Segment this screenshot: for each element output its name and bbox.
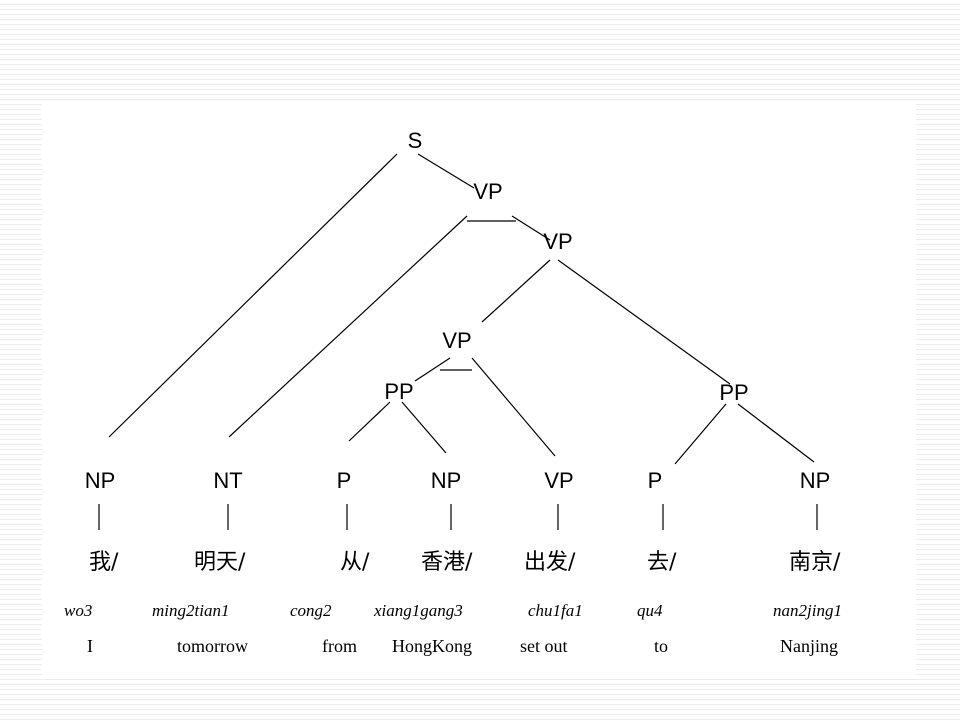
gloss-0: I (87, 636, 93, 656)
node-np-wo: NP (85, 468, 116, 493)
node-s: S (408, 128, 423, 153)
edge-vp3-vp-leaf (471, 357, 556, 457)
gloss-4: set out (520, 636, 568, 656)
tree-edges (98, 153, 818, 530)
hanzi-4: 出发/ (524, 550, 576, 575)
gloss-6: Nanjing (780, 636, 838, 656)
node-np-nj: NP (800, 468, 831, 493)
node-vp-leaf: VP (544, 468, 573, 493)
hanzi-3: 香港/ (421, 550, 473, 575)
word-pinyin-row: wo3 ming2tian1 cong2 xiang1gang3 chu1fa1… (64, 601, 842, 620)
node-p-cong: P (337, 468, 352, 493)
pinyin-2: cong2 (290, 601, 332, 620)
edge-s-vp1 (417, 153, 475, 189)
edge-s-np (108, 153, 398, 438)
pinyin-0: wo3 (64, 601, 92, 620)
edge-pp2-np (737, 403, 815, 463)
edge-vp3-pp1 (414, 357, 451, 382)
edge-pp2-p (674, 403, 727, 465)
pinyin-6: nan2jing1 (773, 601, 842, 620)
hanzi-2: 从/ (340, 550, 370, 575)
word-gloss-row: I tomorrow from HongKong set out to Nanj… (87, 636, 838, 656)
node-p-qu: P (648, 468, 663, 493)
diagram-panel: S VP VP VP PP PP NP NT P NP VP P NP 我/ 明… (42, 104, 916, 677)
edge-vp1-nt (228, 215, 468, 438)
edge-pp1-p (348, 401, 391, 442)
node-np-hk: NP (431, 468, 462, 493)
edge-vp2-pp2 (557, 259, 731, 385)
node-pp-1: PP (384, 379, 413, 404)
edge-pp1-np (401, 401, 447, 454)
gloss-5: to (654, 636, 668, 656)
pinyin-5: qu4 (637, 601, 663, 620)
node-vp-2: VP (543, 229, 572, 254)
hanzi-6: 南京/ (789, 550, 841, 575)
pinyin-4: chu1fa1 (528, 601, 583, 620)
pinyin-3: xiang1gang3 (373, 601, 463, 620)
node-pp-2: PP (719, 380, 748, 405)
node-vp-3: VP (442, 328, 471, 353)
parse-tree: S VP VP VP PP PP NP NT P NP VP P NP 我/ 明… (64, 128, 842, 656)
node-vp-1: VP (473, 179, 502, 204)
pinyin-1: ming2tian1 (152, 601, 229, 620)
node-nt: NT (213, 468, 242, 493)
gloss-3: HongKong (392, 636, 472, 656)
edge-vp2-vp3 (481, 259, 551, 323)
hanzi-1: 明天/ (194, 550, 246, 575)
tree-node-labels: S VP VP VP PP PP NP NT P NP VP P NP (85, 128, 831, 493)
gloss-1: tomorrow (177, 636, 248, 656)
hanzi-5: 去/ (647, 550, 677, 575)
edge-vp1-vp2 (511, 215, 551, 241)
word-hanzi-row: 我/ 明天/ 从/ 香港/ 出发/ 去/ 南京/ (89, 550, 841, 575)
gloss-2: from (322, 636, 357, 656)
hanzi-0: 我/ (89, 550, 119, 575)
